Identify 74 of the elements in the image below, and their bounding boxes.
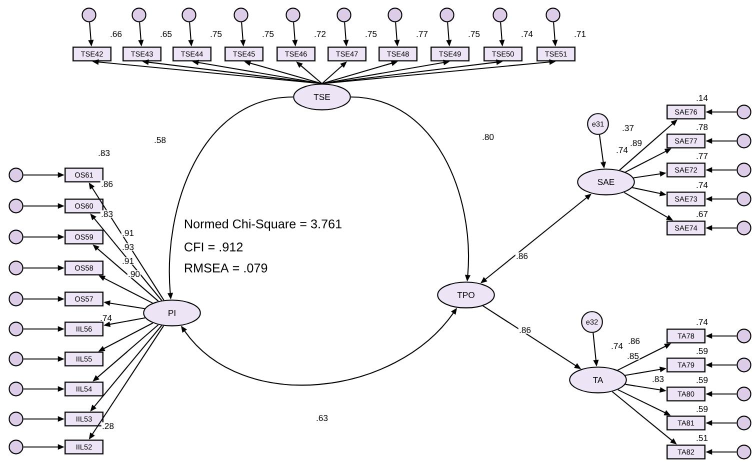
error-circle (8, 382, 24, 396)
error-circle (8, 168, 24, 182)
error-circle (132, 8, 146, 22)
error-circle (8, 352, 24, 366)
value-label: .86 (627, 337, 641, 345)
value-label: .74 (696, 319, 708, 325)
value-label: .75 (366, 30, 377, 37)
value-label: .91 (121, 229, 135, 237)
error-circle (8, 260, 24, 276)
error-circle (8, 198, 24, 214)
value-label: .59 (696, 406, 708, 412)
value-label: .91 (121, 257, 135, 265)
error-circle (736, 162, 752, 178)
value-label: .71 (574, 31, 586, 37)
value-label: .75 (468, 30, 480, 37)
error-circle (234, 8, 248, 22)
value-label: .83 (651, 375, 665, 383)
error-circle (336, 8, 352, 22)
value-label: .66 (110, 30, 122, 38)
value-label: .85 (626, 352, 640, 360)
error-circle (736, 220, 752, 236)
fit-statistic: CFI = .912 (184, 242, 243, 252)
edge-label: .58 (153, 136, 167, 144)
value-label: .74 (696, 182, 708, 188)
error-circle (286, 8, 300, 22)
value-label: .72 (314, 30, 326, 37)
value-label: .14 (696, 95, 708, 101)
value-label: .93 (121, 243, 135, 251)
error-circle (546, 8, 560, 22)
error-circle (736, 134, 752, 148)
value-label: .75 (210, 30, 222, 37)
error-circle (736, 416, 752, 430)
error-circle (8, 292, 24, 306)
error-circle (8, 440, 24, 454)
error-circle (736, 444, 752, 460)
error-circle (182, 8, 196, 22)
value-label: .51 (696, 434, 708, 441)
value-label: .83 (100, 210, 114, 218)
edge-label: .86 (518, 326, 532, 334)
value-label: .59 (696, 348, 708, 354)
error-circle (736, 328, 752, 344)
error-circle (440, 8, 454, 22)
error-circle (736, 192, 752, 206)
error-circle (736, 358, 752, 372)
error-circle (8, 412, 24, 426)
error-circle (82, 8, 96, 22)
value-label: .86 (100, 180, 114, 188)
error-circle (736, 104, 752, 120)
error-circle (8, 322, 24, 336)
value-label: .65 (160, 30, 172, 38)
value-label: .77 (416, 31, 428, 37)
value-label: .59 (696, 376, 708, 384)
value-label: .74 (615, 146, 629, 154)
edge-label: .86 (515, 252, 529, 260)
value-label: .74 (99, 314, 113, 322)
value-label: .77 (696, 153, 708, 159)
value-label: .90 (127, 270, 141, 278)
error-circle (8, 230, 24, 244)
value-label: .67 (696, 210, 708, 218)
value-label: .74 (522, 31, 533, 37)
value-label: .37 (621, 124, 635, 132)
fit-statistic: Normed Chi-Square = 3.761 (184, 219, 342, 231)
value-label: .75 (262, 30, 274, 37)
edge-label: .63 (315, 414, 329, 422)
error-circle (492, 8, 508, 22)
value-label: .74 (610, 342, 624, 350)
value-label: .83 (97, 149, 111, 157)
value-label: .78 (696, 124, 708, 130)
error-circle (388, 8, 402, 22)
edge-label: .80 (481, 133, 495, 141)
value-label: .28 (101, 422, 115, 430)
error-circle (736, 386, 752, 402)
fit-statistic: RMSEA = .079 (184, 264, 268, 272)
value-label: .89 (629, 139, 643, 147)
